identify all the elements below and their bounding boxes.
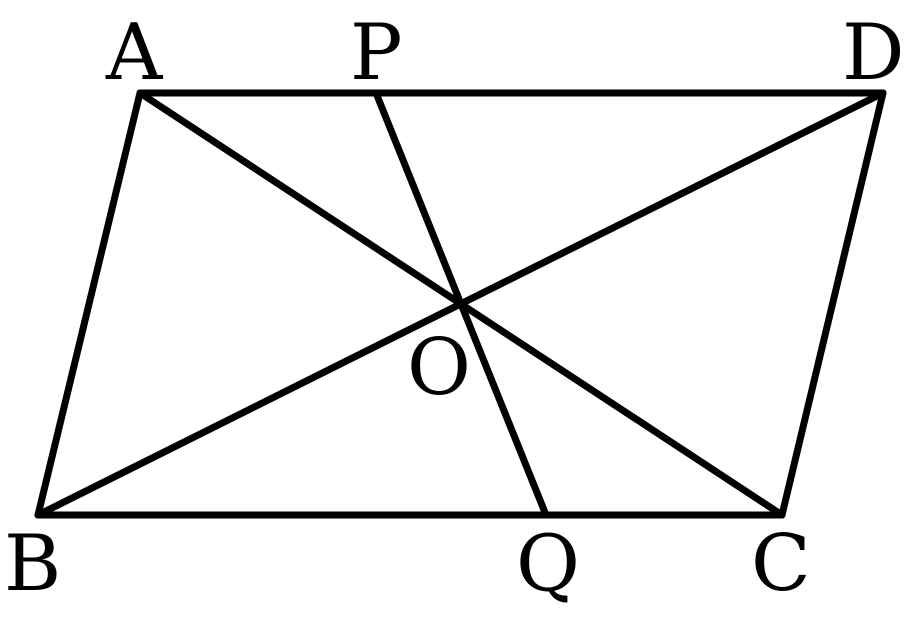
label-a: A <box>105 8 164 98</box>
label-p: P <box>350 8 402 98</box>
segment-ab <box>34 89 144 519</box>
label-d: D <box>842 8 905 98</box>
label-b: B <box>4 519 61 609</box>
label-c: C <box>751 519 811 609</box>
label-q: Q <box>516 519 580 609</box>
segment-cd <box>778 89 887 519</box>
label-o: O <box>407 323 471 413</box>
segment-pq <box>372 89 550 519</box>
